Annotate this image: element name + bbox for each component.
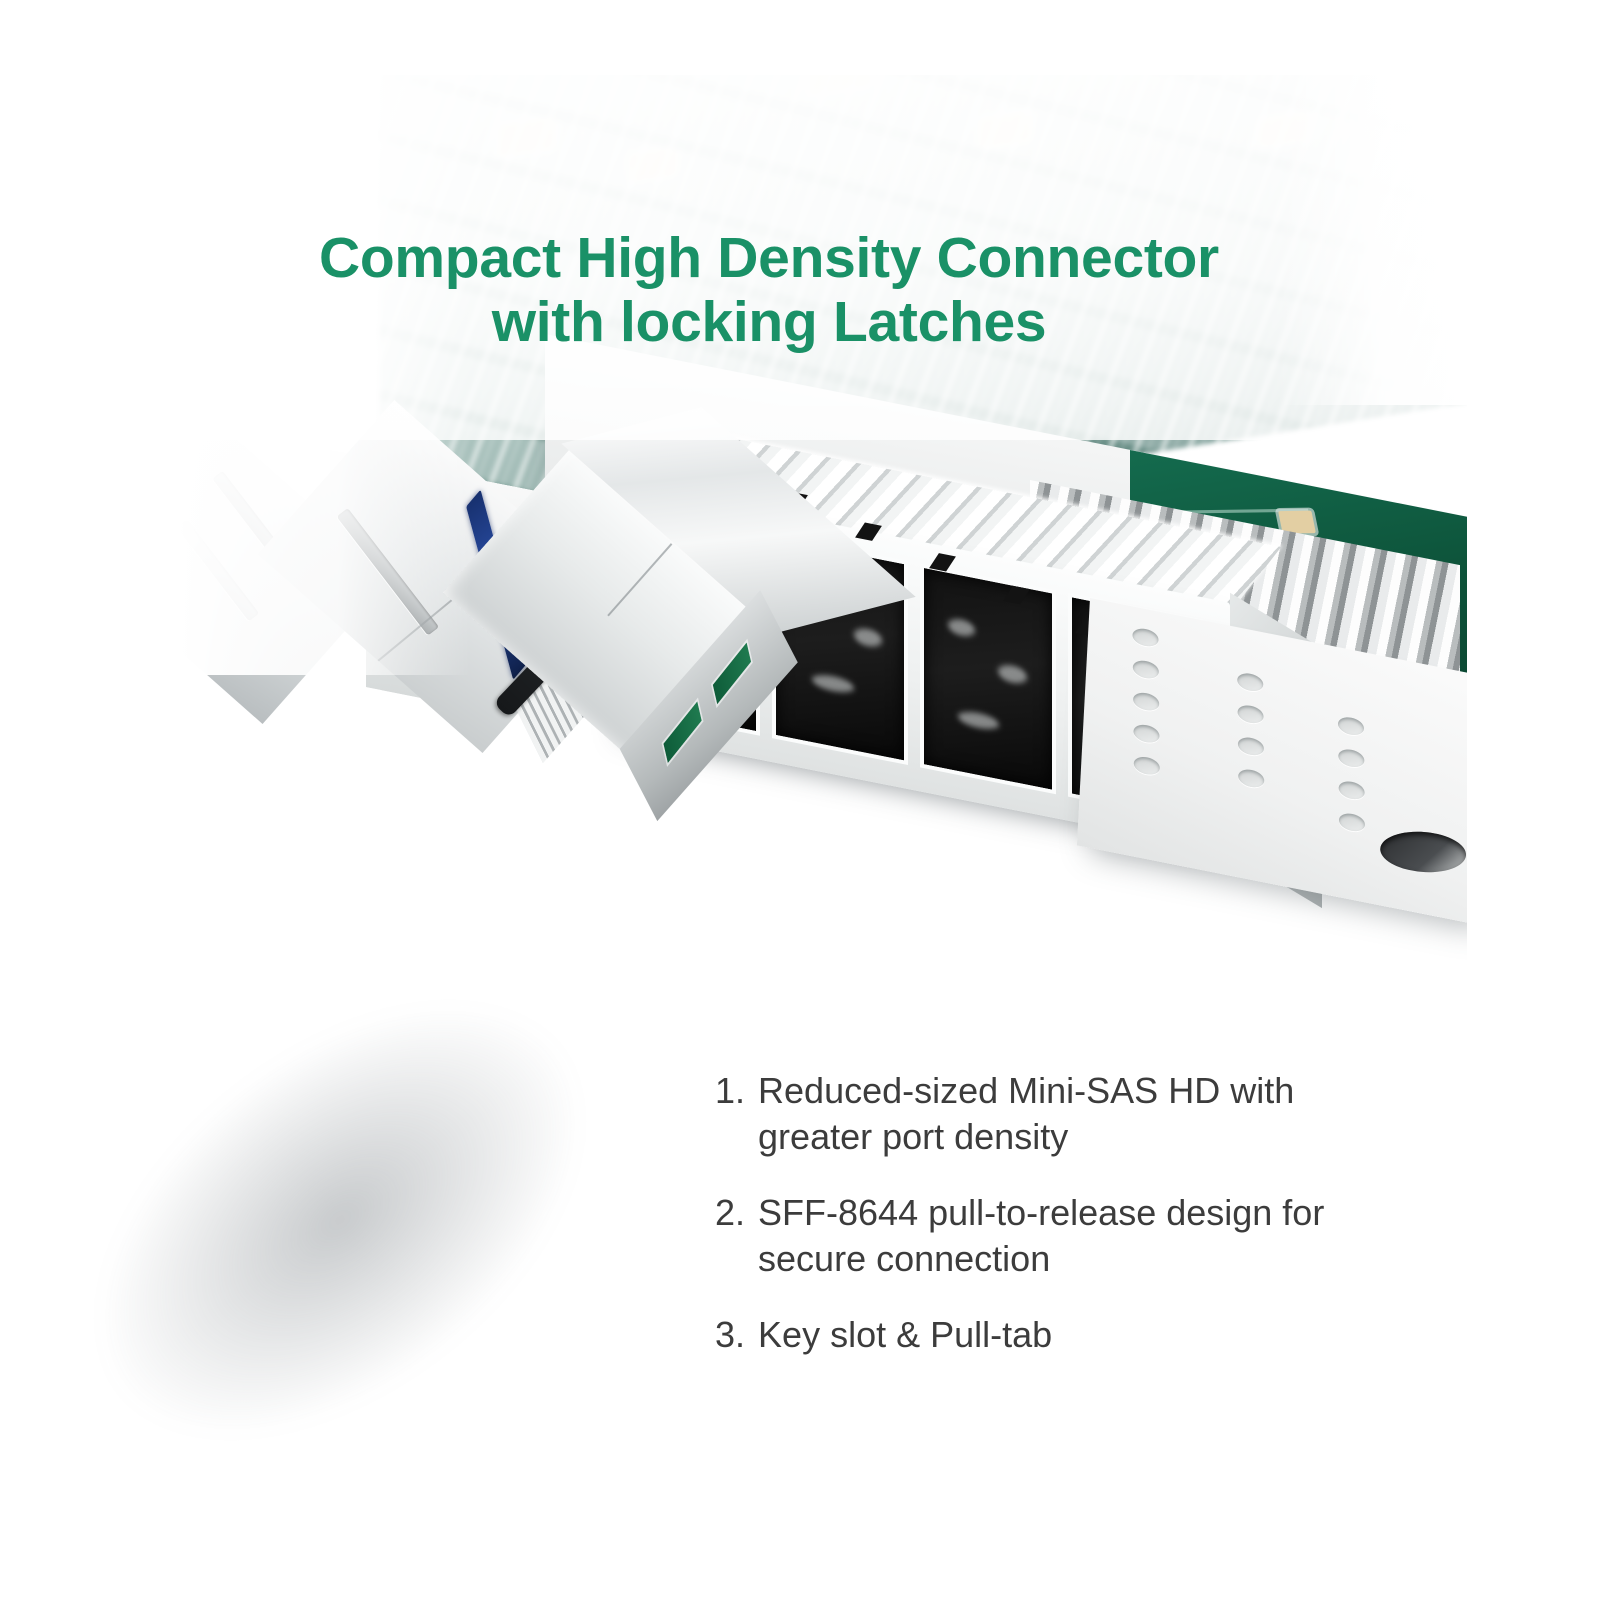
- feature-list: 1. Reduced-sized Mini-SAS HD with greate…: [715, 1068, 1405, 1388]
- feature-item-3: 3. Key slot & Pull-tab: [715, 1312, 1405, 1358]
- feature-item-1: 1. Reduced-sized Mini-SAS HD with greate…: [715, 1068, 1405, 1160]
- feature-number-3: 3.: [715, 1314, 746, 1356]
- green-contact-1: [712, 642, 752, 705]
- feature-item-2: 2. SFF-8644 pull-to-release design for s…: [715, 1190, 1405, 1282]
- feature-text-2: SFF-8644 pull-to-release design for secu…: [758, 1192, 1325, 1280]
- status-led-4: [929, 553, 956, 572]
- bracket-cutout: [1378, 830, 1467, 874]
- product-photo: [0, 75, 1467, 1545]
- title-line-2: with locking Latches: [491, 290, 1047, 355]
- feature-text-3: Key slot & Pull-tab: [758, 1314, 1053, 1356]
- feature-text-1: Reduced-sized Mini-SAS HD with greater p…: [758, 1070, 1295, 1158]
- page-title: Compact High Density Connector with lock…: [0, 226, 1538, 355]
- green-contact-2: [663, 701, 702, 763]
- photo-right-fade: [1277, 75, 1467, 405]
- photo-top-fade: [0, 75, 1467, 440]
- feature-number-2: 2.: [715, 1192, 746, 1234]
- title-line-1: Compact High Density Connector: [319, 226, 1219, 290]
- feature-number-1: 1.: [715, 1070, 746, 1111]
